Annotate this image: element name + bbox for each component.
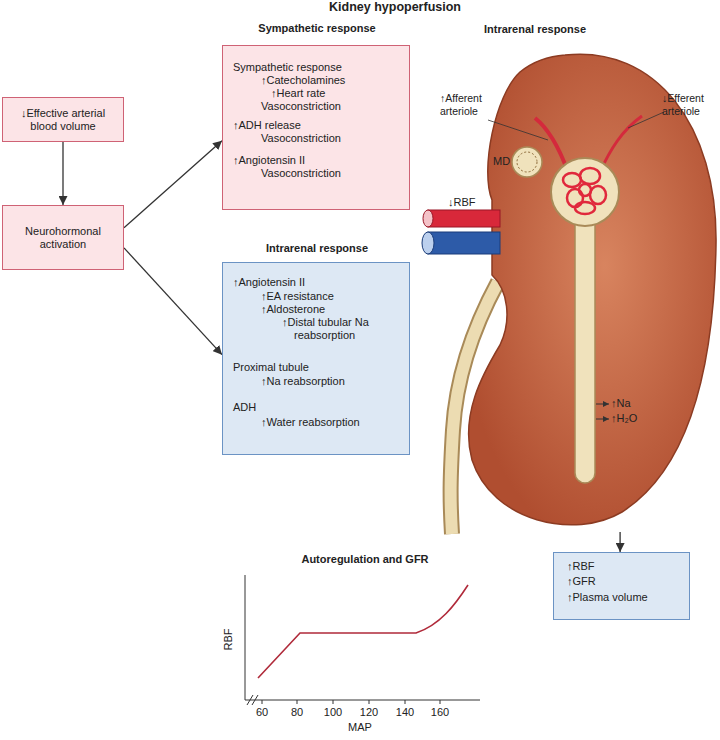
box-text: ↓Effective arterial blood volume	[9, 107, 117, 133]
leader-line	[628, 112, 664, 128]
renal-vein	[428, 232, 500, 254]
leader-line	[488, 120, 548, 140]
axis-tick-label: 120	[354, 706, 384, 719]
box-text: ↑EA resistance	[261, 290, 334, 303]
box-text: ↑ADH release	[233, 119, 301, 132]
box-text: Vasoconstriction	[261, 132, 341, 145]
process-box: ↓Effective arterial blood volume	[2, 97, 124, 142]
part-label: ↑Afferent arteriole	[440, 92, 502, 118]
connector-arrow	[124, 248, 222, 355]
macula-densa-ring	[517, 152, 537, 172]
axis-tick-label: 140	[390, 706, 420, 719]
connector-arrow	[619, 532, 620, 552]
macula-densa	[512, 147, 542, 177]
part-label: ↑Na	[611, 397, 631, 410]
chart-axes	[245, 575, 480, 700]
box-text: Neurohormonal activation	[9, 225, 117, 251]
chart-label: Autoregulation and GFR	[270, 553, 460, 566]
glomerulus	[563, 168, 606, 214]
kidney-outline	[469, 54, 716, 525]
part-label: ↓RBF	[448, 196, 476, 209]
axis-tick-label: 160	[425, 706, 455, 719]
axis-break	[247, 695, 258, 705]
box-text: ↑Aldosterone	[261, 303, 325, 316]
box-text: ADH	[233, 401, 256, 414]
box-text: ↑Angiotensin II	[233, 154, 305, 167]
process-box: Sympathetic responseSympathetic response…	[222, 45, 410, 210]
axis-tick-label: 60	[247, 706, 277, 719]
reabsorption-arrow	[596, 404, 609, 405]
box-text: ↑Angiotensin II	[233, 276, 305, 289]
axis-tick-label: 100	[318, 706, 348, 719]
diagram-title: Kidney hypoperfusion	[295, 0, 495, 14]
box-text: ↑GFR	[567, 575, 596, 588]
chart-label: RBF	[222, 620, 235, 660]
box-heading: Intrarenal response	[223, 242, 411, 255]
autoregulation-curve	[258, 585, 468, 678]
box-heading: Sympathetic response	[223, 22, 411, 35]
axis-ticks	[262, 700, 440, 704]
box-text: ↑Plasma volume	[567, 591, 648, 604]
vein-lumen	[422, 232, 434, 254]
box-text: ↑Catecholamines	[261, 74, 345, 87]
box-text: Sympathetic response	[233, 61, 342, 74]
box-text: Proximal tubule	[233, 361, 309, 374]
chart-label: MAP	[340, 721, 380, 734]
box-text: Vasoconstriction	[261, 100, 341, 113]
box-text: ↑RBF	[567, 560, 595, 573]
part-label: MD	[493, 155, 510, 168]
connector-arrow	[124, 141, 222, 228]
artery-lumen	[423, 210, 433, 227]
renal-artery	[428, 210, 500, 227]
box-text: Vasoconstriction	[261, 167, 341, 180]
box-text: ↑Na reabsorption	[261, 375, 345, 388]
reabsorption-arrow	[596, 419, 609, 420]
box-text: ↑Water reabsorption	[261, 416, 360, 429]
box-heading: Intrarenal response	[475, 23, 595, 36]
connector-arrow	[62, 142, 63, 205]
process-box: ↑RBF ↑GFR ↑Plasma volume	[553, 552, 690, 620]
box-text: ↑Distal tubular Na reabsorption	[282, 316, 404, 342]
part-label: ↑H₂O	[611, 412, 637, 425]
axis-tick-label: 80	[282, 706, 312, 719]
tubule	[575, 215, 595, 483]
process-box: Intrarenal response↑Angiotensin II↑EA re…	[222, 262, 410, 455]
process-box: Neurohormonal activation	[2, 205, 124, 270]
bowman-capsule	[551, 158, 619, 226]
box-text: ↑Heart rate	[271, 87, 325, 100]
part-label: ↓Efferent arteriole	[662, 92, 720, 118]
